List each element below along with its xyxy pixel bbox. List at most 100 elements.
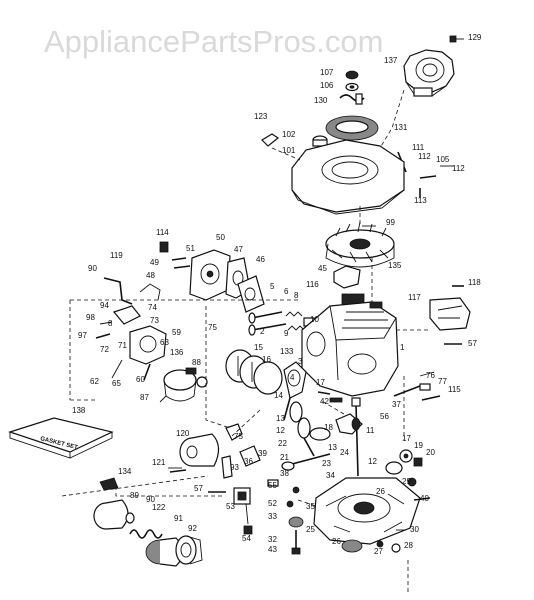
callout-label-c87: 87 bbox=[140, 393, 149, 402]
callout-label-c35: 35 bbox=[306, 502, 315, 511]
callout-label-c77: 77 bbox=[438, 377, 447, 386]
part-key-76-icon bbox=[419, 371, 435, 377]
part-cover-92-icon bbox=[175, 535, 203, 565]
part-carburetor-body-icon bbox=[111, 325, 167, 381]
callout-label-c11: 11 bbox=[366, 426, 375, 435]
part-screws-51-icon bbox=[171, 257, 191, 269]
callout-label-c32: 32 bbox=[268, 535, 277, 544]
callout-label-c24: 24 bbox=[340, 448, 349, 457]
callout-label-c46: 46 bbox=[256, 255, 265, 264]
callout-label-c75b: 75 bbox=[234, 432, 243, 441]
callout-label-c119: 119 bbox=[110, 251, 123, 260]
callout-label-c29: 29 bbox=[402, 477, 411, 486]
callout-label-c138: 138 bbox=[72, 406, 86, 415]
callout-label-c4: 4 bbox=[290, 373, 295, 382]
part-fuel-bowl-136-icon bbox=[159, 367, 197, 403]
callout-label-c94: 94 bbox=[100, 301, 109, 310]
callout-label-c105: 105 bbox=[436, 155, 450, 164]
callout-label-c118: 118 bbox=[468, 278, 481, 287]
callout-label-c38: 38 bbox=[280, 469, 289, 478]
callout-label-c22: 22 bbox=[278, 439, 287, 448]
part-nut-107-icon bbox=[345, 70, 359, 80]
callout-label-c49: 49 bbox=[150, 258, 159, 267]
callout-label-c28: 28 bbox=[404, 541, 413, 550]
part-clip-130-icon bbox=[339, 93, 365, 105]
callout-label-c52: 52 bbox=[268, 499, 277, 508]
callout-label-c136: 136 bbox=[170, 348, 184, 357]
callout-label-c102: 102 bbox=[282, 130, 296, 139]
part-ring-90-icon bbox=[125, 512, 135, 524]
callout-label-c129: 129 bbox=[468, 33, 482, 42]
part-cylinder-block-1-icon bbox=[301, 301, 399, 397]
callout-label-c76: 76 bbox=[426, 371, 435, 380]
callout-label-c107: 107 bbox=[320, 68, 334, 77]
part-flywheel-135-icon bbox=[325, 221, 395, 268]
callout-label-c48: 48 bbox=[146, 271, 155, 280]
part-sleeve-89-icon bbox=[93, 499, 129, 530]
callout-label-c1: 1 bbox=[400, 343, 405, 352]
callout-label-c72: 72 bbox=[100, 345, 109, 354]
callout-label-c42: 42 bbox=[320, 397, 329, 406]
callout-label-c17a: 17 bbox=[316, 378, 325, 387]
callout-label-c112a: 112 bbox=[418, 152, 431, 161]
part-pin-115-icon bbox=[421, 395, 441, 401]
part-washer-106-icon bbox=[345, 82, 359, 92]
callout-label-c71: 71 bbox=[118, 341, 127, 350]
part-crank-misc-icon bbox=[317, 383, 431, 403]
part-cap-28-icon bbox=[391, 543, 401, 553]
part-plate-39-icon bbox=[239, 445, 261, 467]
callout-label-c111: 111 bbox=[412, 143, 425, 152]
callout-label-c45: 45 bbox=[318, 264, 327, 273]
callout-label-c116: 116 bbox=[306, 280, 319, 289]
callout-label-c73: 73 bbox=[150, 316, 159, 325]
callout-label-c3: 3 bbox=[298, 357, 303, 366]
part-plate-134-icon bbox=[99, 477, 119, 491]
callout-label-c59: 59 bbox=[172, 328, 181, 337]
part-spring-122-icon bbox=[129, 529, 163, 539]
part-starter-housing-137-icon bbox=[403, 49, 455, 97]
callout-label-c13b: 13 bbox=[328, 443, 337, 452]
part-screw-129-icon bbox=[449, 35, 464, 43]
part-sump-25-icon bbox=[313, 477, 421, 545]
callout-label-c17b: 17 bbox=[402, 434, 411, 443]
callout-label-c123: 123 bbox=[254, 112, 268, 121]
callout-label-c40: 40 bbox=[420, 494, 429, 503]
part-bolt-40-icon bbox=[413, 497, 431, 501]
callout-label-c120: 120 bbox=[176, 429, 190, 438]
callout-label-c37: 37 bbox=[392, 400, 401, 409]
callout-label-c20: 20 bbox=[426, 448, 435, 457]
callout-label-c137: 137 bbox=[384, 56, 398, 65]
callout-label-c62: 62 bbox=[90, 377, 99, 386]
callout-label-c88: 88 bbox=[192, 358, 201, 367]
callout-label-c97: 97 bbox=[78, 331, 87, 340]
part-cap-102-icon bbox=[312, 135, 328, 147]
callout-label-c131: 131 bbox=[394, 123, 408, 132]
callout-label-c43: 43 bbox=[268, 545, 277, 554]
part-gasket-46-icon bbox=[237, 275, 265, 313]
callout-label-c75: 75 bbox=[208, 323, 217, 332]
callout-label-c33: 33 bbox=[268, 512, 277, 521]
part-connecting-rod-icon bbox=[283, 361, 307, 421]
callout-label-c36: 36 bbox=[244, 457, 253, 466]
callout-label-c101: 101 bbox=[282, 146, 296, 155]
callout-label-c135: 135 bbox=[388, 261, 402, 270]
part-piston-icon bbox=[225, 349, 283, 395]
part-link-90-icon bbox=[103, 277, 133, 305]
callout-label-c39: 39 bbox=[258, 449, 267, 458]
callout-label-c56: 56 bbox=[380, 412, 389, 421]
part-muffler-120-icon bbox=[169, 433, 220, 473]
part-blower-housing-icon bbox=[291, 139, 405, 215]
parts-drawing: GASKET SET bbox=[8, 35, 471, 567]
callout-label-c113: 113 bbox=[414, 196, 427, 205]
callout-label-c57a: 57 bbox=[468, 339, 477, 348]
callout-label-c112b: 112 bbox=[452, 164, 465, 173]
callout-label-c114: 114 bbox=[156, 228, 169, 237]
callout-label-c30: 30 bbox=[410, 525, 419, 534]
callout-label-c9: 9 bbox=[284, 329, 289, 338]
part-gasket-set-138-icon: GASKET SET bbox=[8, 417, 114, 459]
part-spacer-93-icon bbox=[221, 455, 233, 479]
part-governor-lever-icon bbox=[95, 283, 161, 339]
part-bracket-123-icon bbox=[261, 133, 280, 147]
callout-label-c5: 5 bbox=[270, 282, 275, 291]
